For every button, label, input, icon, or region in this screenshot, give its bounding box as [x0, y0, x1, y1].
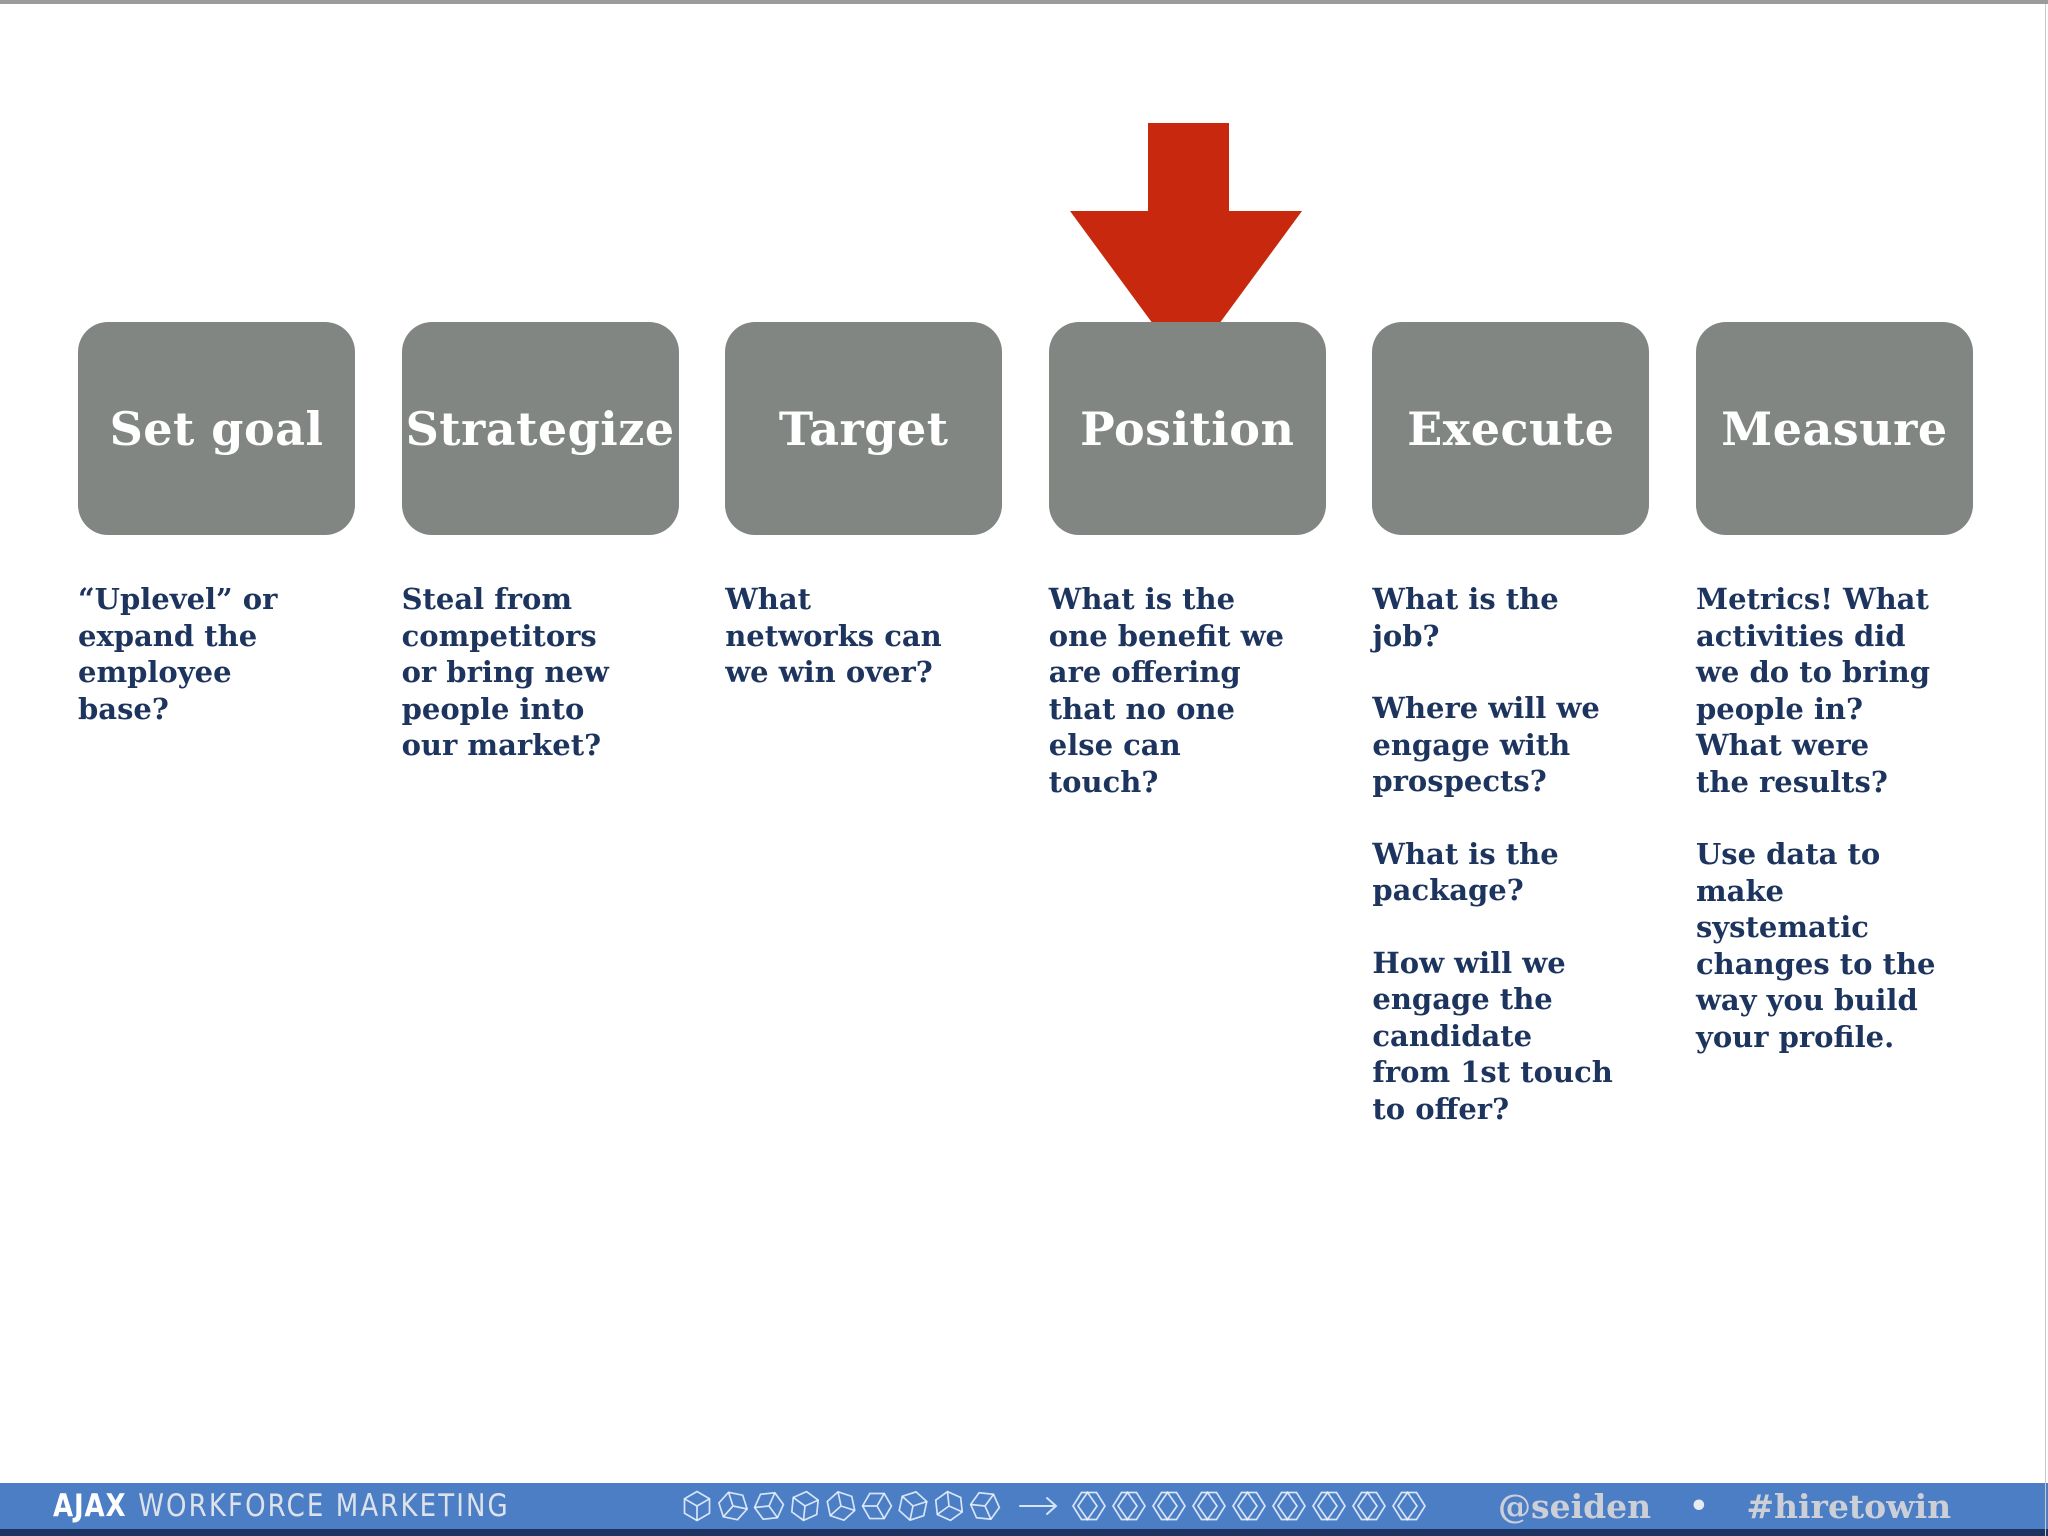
step-label: Set goal [109, 401, 324, 456]
cube-hex-icon [717, 1491, 749, 1521]
step-description-set-goal: “Uplevel” or expand the employee base? [78, 581, 355, 727]
step-description-target: What networks can we win over? [725, 581, 1002, 691]
footer-bar: AJAX WORKFORCE MARKETING @seiden • #hire… [0, 1483, 2048, 1536]
cube-hex-icon [934, 1490, 964, 1522]
step-label: Measure [1721, 401, 1948, 456]
brand: AJAX WORKFORCE MARKETING [53, 1483, 510, 1529]
step-box-position: Position [1048, 322, 1326, 535]
step-description-execute: What is the job? Where will we engage wit… [1372, 581, 1649, 1127]
gem-hex-icon [1191, 1491, 1227, 1521]
step-paragraph: “Uplevel” or expand the employee base? [78, 582, 278, 726]
step-box-target: Target [725, 322, 1003, 535]
brand-tagline: WORKFORCE MARKETING [138, 1488, 510, 1524]
cube-hex-icon [861, 1492, 893, 1520]
step-box-set-goal: Set goal [78, 322, 355, 535]
step-paragraph: Use data to make systematic changes to t… [1695, 837, 1936, 1054]
step-paragraph: Metrics! What activities did we do to br… [1695, 582, 1930, 799]
brand-name: AJAX [53, 1488, 127, 1524]
step-description-position: What is the one benefit we are offering … [1049, 581, 1326, 800]
icon-strip [680, 1483, 1430, 1529]
bullet-separator: • [1689, 1488, 1709, 1524]
step-label: Strategize [405, 401, 675, 456]
step-label: Target [778, 401, 949, 456]
steps-row: Set goal “Uplevel” or expand the employee… [0, 322, 2048, 1127]
cube-hex-icon [898, 1490, 928, 1522]
step-paragraph: Steal from competitors or bring new peop… [401, 582, 609, 763]
step-box-measure: Measure [1695, 322, 1973, 535]
step-set-goal: Set goal “Uplevel” or expand the employee… [78, 322, 355, 1127]
gem-hex-icon [1271, 1491, 1307, 1521]
gem-hex-icon [1071, 1491, 1107, 1521]
twitter-handle: @seiden [1498, 1486, 1652, 1526]
hashtag: #hiretowin [1746, 1486, 1952, 1526]
gem-hex-icon [1311, 1491, 1347, 1521]
cube-hex-icon [683, 1490, 711, 1522]
cube-hex-icon [826, 1490, 856, 1522]
step-description-measure: Metrics! What activities did we do to br… [1696, 581, 1973, 1055]
cube-hex-icon [753, 1491, 785, 1521]
gem-hex-icon [1351, 1491, 1387, 1521]
step-label: Execute [1407, 401, 1615, 456]
step-paragraph: What is the job? [1372, 582, 1559, 653]
gem-hex-icon [1231, 1491, 1267, 1521]
down-arrow-icon [1070, 123, 1302, 369]
step-paragraph: Where will we engage with prospects? [1372, 691, 1600, 799]
cube-hex-icon [790, 1490, 820, 1522]
cube-hex-icon [969, 1491, 1001, 1521]
footer-bottom-strip [0, 1529, 2048, 1536]
step-box-strategize: Strategize [401, 322, 679, 535]
step-paragraph: What is the one benefit we are offering … [1048, 582, 1285, 799]
footer-blue-bar: AJAX WORKFORCE MARKETING @seiden • #hire… [0, 1483, 2048, 1529]
step-paragraph: What networks can we win over? [725, 582, 942, 690]
step-paragraph: What is the package? [1372, 836, 1559, 908]
gem-hex-icon [1111, 1491, 1147, 1521]
step-box-execute: Execute [1372, 322, 1650, 535]
gem-hex-icon [1151, 1491, 1187, 1521]
gem-hex-icon [1391, 1491, 1427, 1521]
step-label: Position [1080, 401, 1295, 456]
step-description-strategize: Steal from competitors or bring new peop… [402, 581, 679, 764]
down-arrow-shape [1070, 123, 1302, 369]
right-arrow-icon [1019, 1497, 1058, 1515]
step-paragraph: How will we engage the candidate from 1s… [1372, 945, 1613, 1126]
social-line: @seiden • #hiretowin [1498, 1483, 1951, 1529]
